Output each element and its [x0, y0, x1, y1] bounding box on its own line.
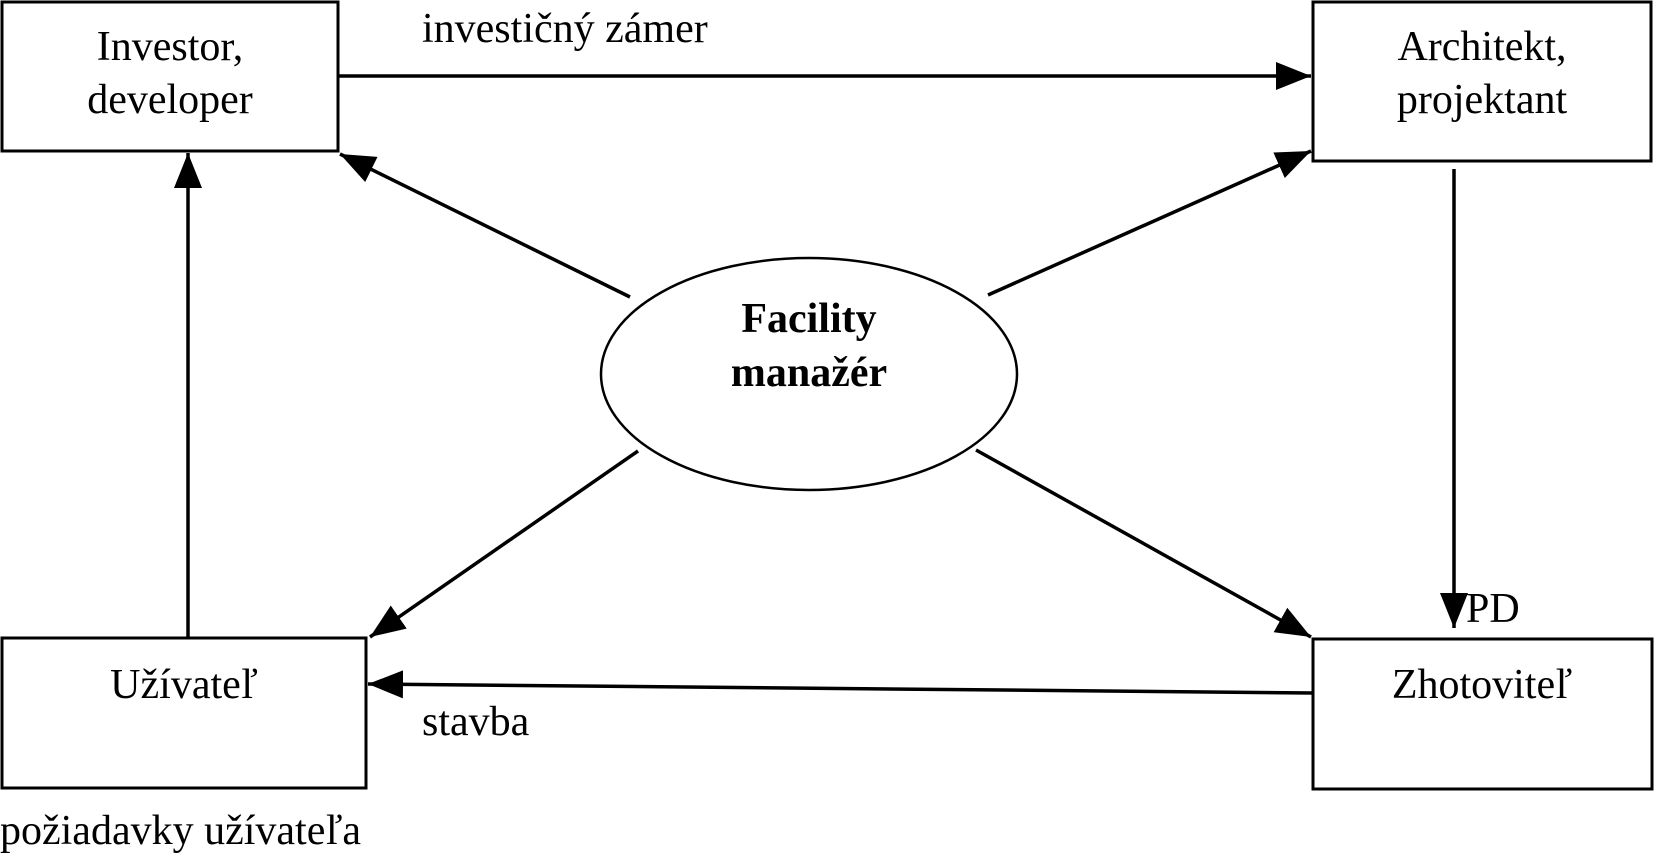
investor-label-2: developer [87, 77, 253, 123]
label-stavba: stavba [422, 699, 530, 745]
architekt-box [1311, 0, 1653, 163]
architekt-label-1: Architekt, [1397, 24, 1566, 70]
arrow-fm-to-investor [339, 152, 631, 299]
investor-box [0, 0, 340, 153]
arrow-fm-to-zhotovitel [975, 448, 1312, 639]
uzivatel-label: Užívateľ [110, 662, 258, 708]
arrow-fm-to-architekt [987, 149, 1312, 297]
facility-manager-ellipse [599, 256, 1019, 492]
arrow-zhotovitel-to-uzivatel [367, 670, 1314, 699]
zhotovitel-label: Zhotoviteľ [1392, 662, 1572, 708]
investor-label-1: Investor, [97, 24, 243, 70]
arrow-fm-to-uzivatel [369, 449, 639, 639]
facility-label-1: Facility [741, 296, 876, 342]
architekt-label-2: projektant [1397, 77, 1568, 123]
zhotovitel-box [1311, 637, 1654, 791]
label-investicny-zamer: investičný zámer [422, 6, 708, 52]
label-pd: PD [1466, 586, 1520, 632]
label-poziadavky-uzivatela: požiadavky užívateľa [0, 808, 361, 854]
uzivatel-box [0, 636, 368, 790]
facility-label-2: manažér [731, 350, 887, 396]
